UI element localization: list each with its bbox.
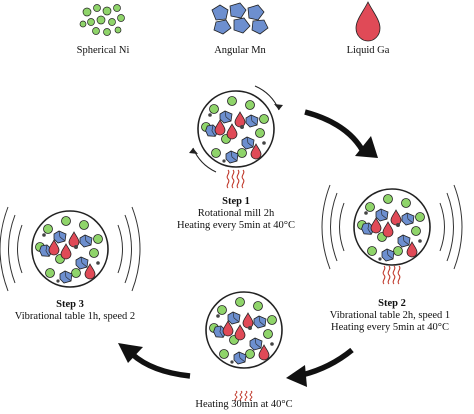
liquid-ga-icon [355, 1, 381, 42]
angular-mn-icon [211, 2, 269, 35]
step1-mixture [198, 91, 274, 167]
step2-heat-icon [382, 265, 401, 285]
step2-mixture [354, 189, 430, 265]
legend-label-spherical-ni: Spherical Ni [76, 45, 130, 56]
legend-label-angular-mn: Angular Mn [214, 45, 266, 56]
step3-mixture [32, 211, 108, 287]
heating-mixture [206, 292, 282, 368]
step1-title: Step 1 [222, 196, 250, 207]
step3-title: Step 3 [56, 299, 84, 310]
step1-line1: Rotational mill 2h [197, 208, 275, 219]
step2-line1: Vibrational table 2h, speed 1 [329, 310, 451, 321]
step2-title: Step 2 [378, 298, 406, 309]
arrow-step1-to-step2 [304, 109, 378, 158]
legend-label-liquid-ga: Liquid Ga [346, 45, 390, 56]
step2-line2: Heating every 5min at 40°C [331, 322, 449, 333]
spherical-ni-icon [79, 4, 125, 36]
step1-line2: Heating every 5min at 40°C [177, 220, 295, 231]
arrow-heating-to-step3 [118, 343, 191, 379]
rotation-arrow-icon [189, 85, 283, 173]
arrow-step2-to-heating [286, 347, 354, 387]
heating-line1: Heating 30min at 40°C [195, 399, 293, 410]
step1-heat-icon [226, 169, 245, 189]
step3-line1: Vibrational table 1h, speed 2 [14, 311, 136, 322]
